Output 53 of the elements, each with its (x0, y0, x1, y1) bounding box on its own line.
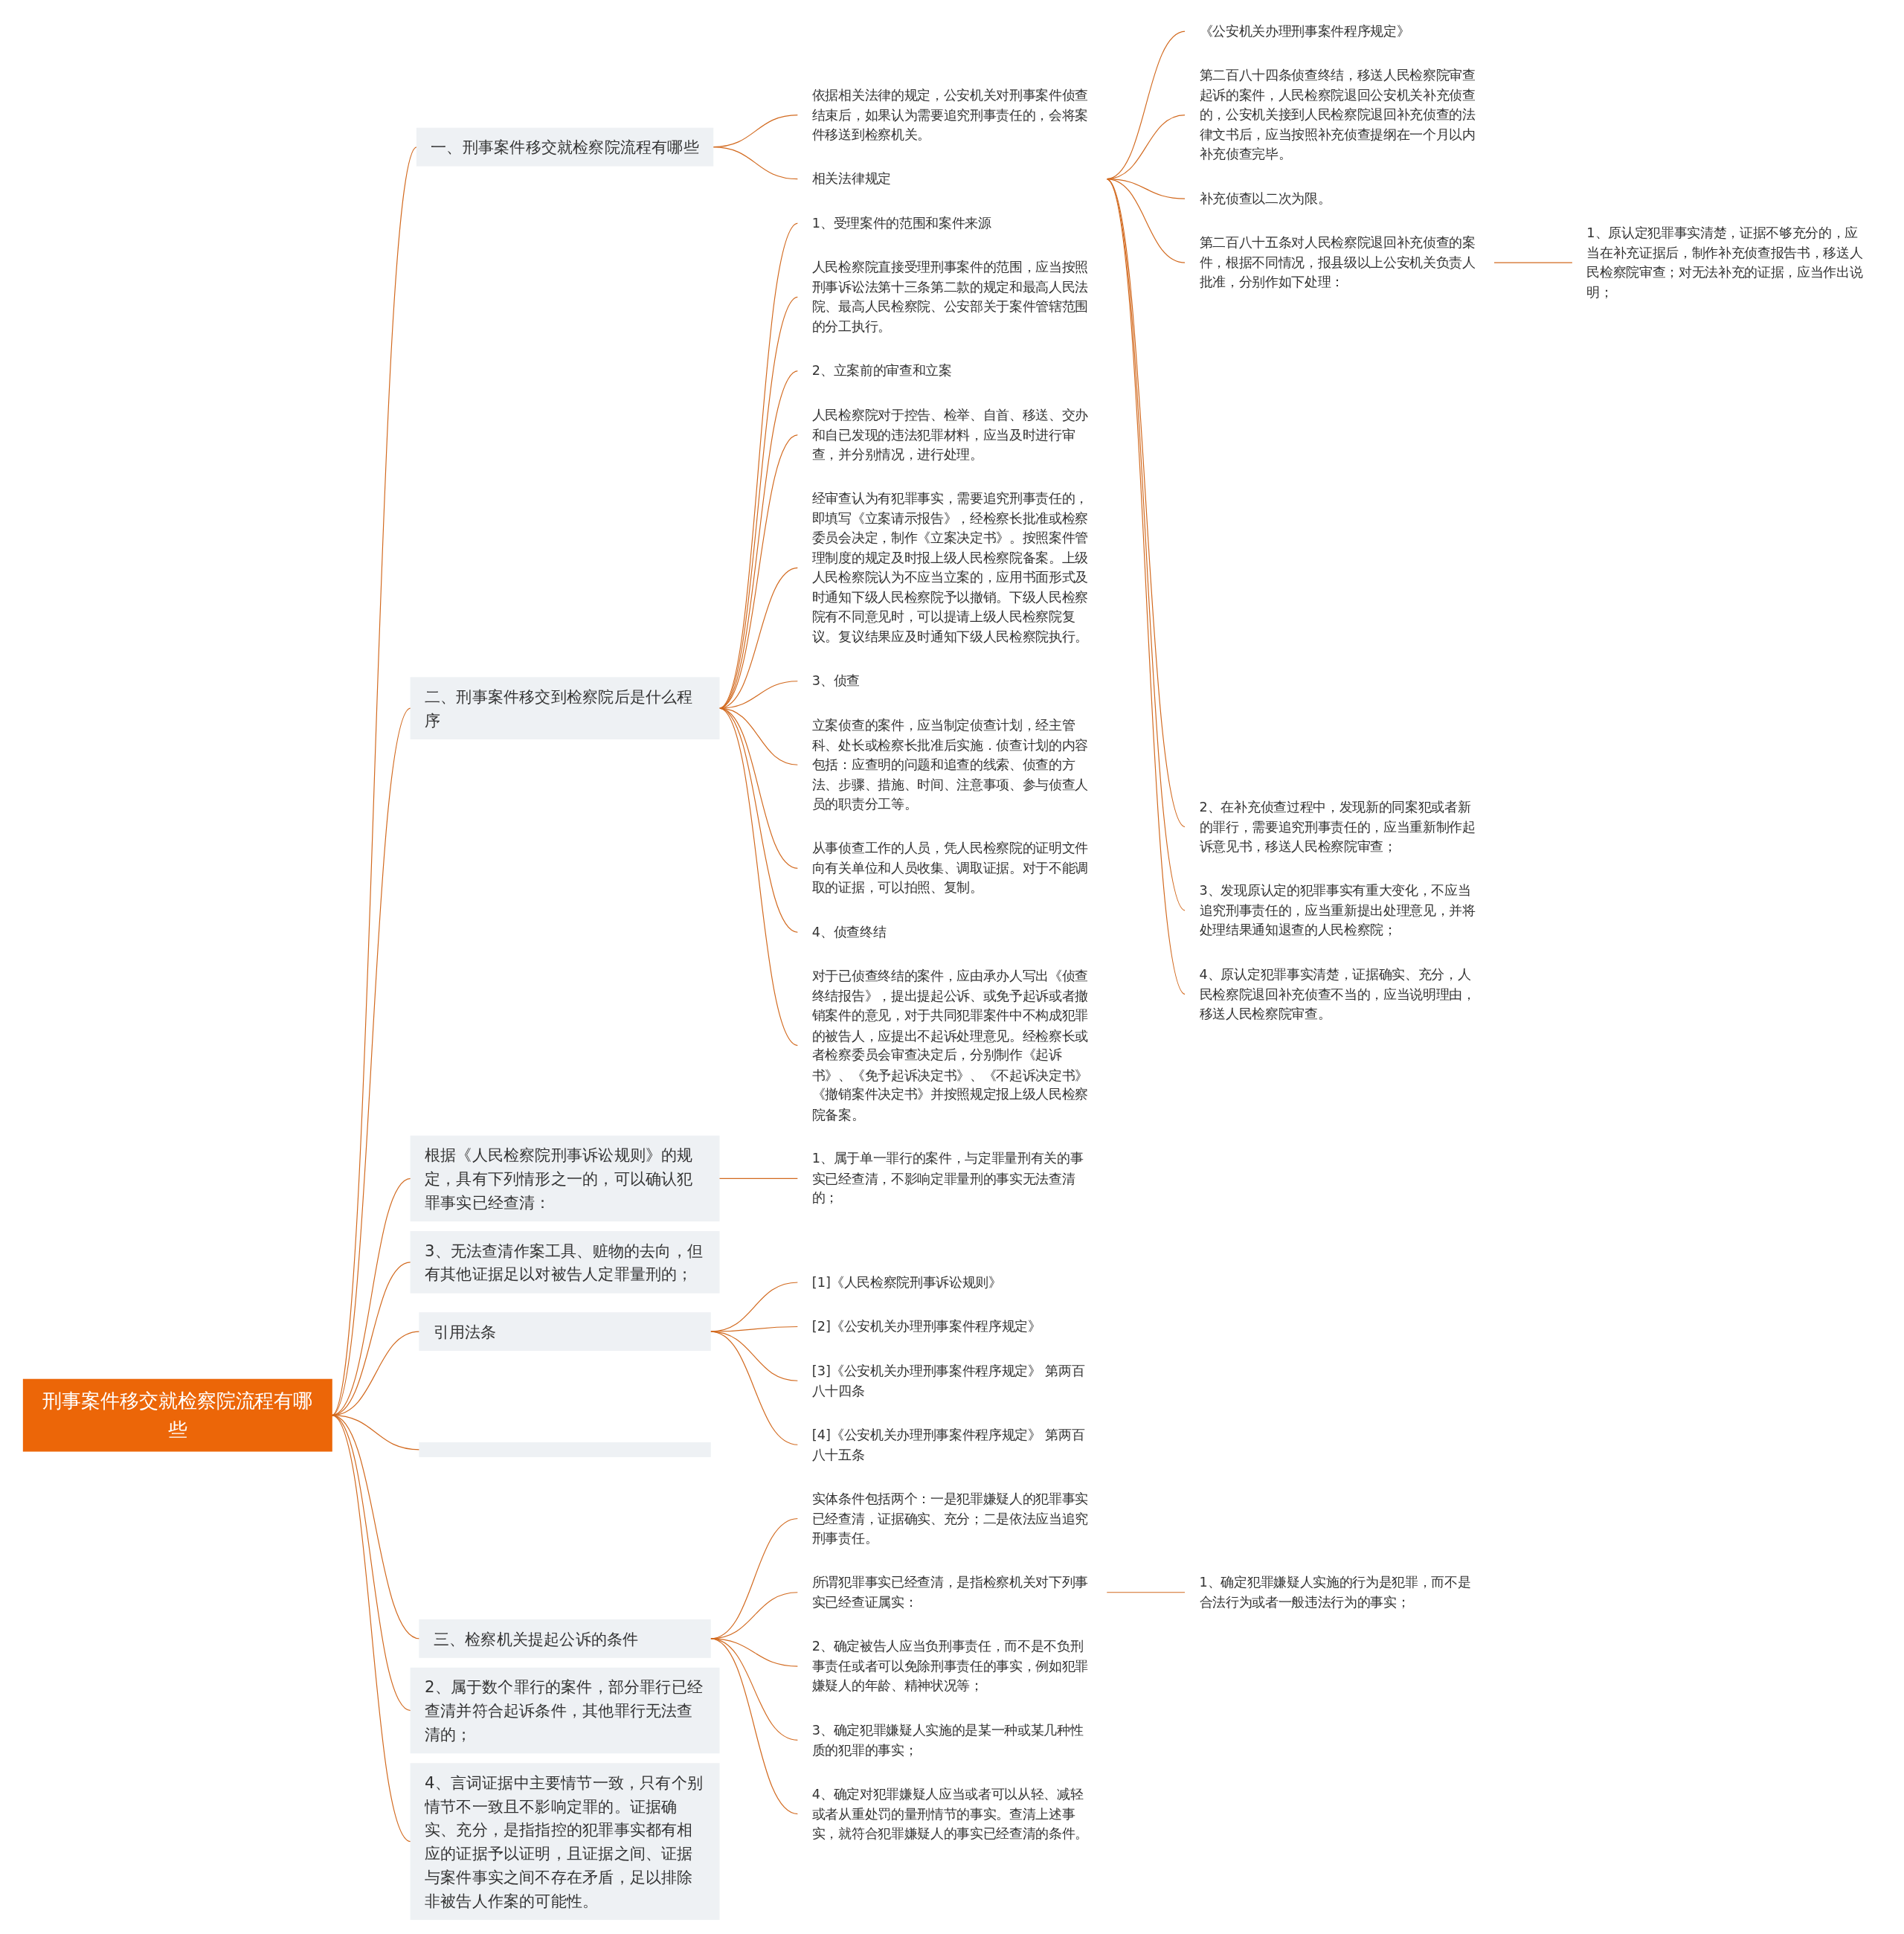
node-text: 3、侦查 (811, 672, 860, 690)
node-text: 人民检察院对于控告、检举、自首、移送、交办和自已发现的违法犯罪材料，应当及时进行审查，并分别情况，进行处理。 (811, 407, 1088, 463)
node-text: 2、立案前的审查和立案 (811, 362, 952, 379)
connector (718, 434, 799, 709)
node-text: 2、确定被告人应当负刑事责任，而不是不负刑事责任或者可以免除刑事责任的事实，例如犯罪嫌疑人的年龄、精神状况等； (811, 1638, 1088, 1694)
connector (718, 296, 799, 709)
node-text: 依据相关法律的规定，公安机关对刑事案件侦查结束后，如果认为需要追究刑事责任的，会将案件移送到检察机关。 (811, 87, 1088, 143)
node-text: [4]《公安机关办理刑事案件程序规定》 第两百八十五条 (811, 1427, 1084, 1462)
connector (710, 1326, 799, 1332)
connector (718, 707, 799, 1047)
connector (718, 681, 799, 709)
node-text: 1、受理案件的范围和案件来源 (811, 215, 991, 231)
connector (710, 1282, 799, 1332)
node-text: 3、确定犯罪嫌疑人实施的是某一种或某几种性质的犯罪的事实； (811, 1722, 1084, 1758)
node-box (410, 1667, 720, 1754)
node-text: 从事侦查工作的人员，凭人民检察院的证明文件向有关单位和人员收集、调取证据。对于不能调取的证据，可以拍照、复制。 (811, 840, 1088, 896)
node-text: 对于已侦查终结的案件，应由承办人写出《侦查终结报告》，提出提起公诉、或免予起诉或者撤销案件的意见，对于共同犯罪案件中不构成犯罪的被告人，应提出不起诉处理意见。经检察长或者检察委员会审查决定后，分别制作《起诉书》、《免予起诉决定书》、《不起诉决定书》《撤销案件决定书》并按照规定报上级人民检察院备案。 (811, 968, 1088, 1122)
node-text: [1]《人民检察院刑事诉讼规则》 (811, 1274, 1002, 1291)
node-text: 4、侦查终结 (811, 924, 887, 940)
node-text: 1、确定犯罪嫌疑人实施的行为是犯罪，而不是合法行为或者一般违法行为的事实； (1199, 1574, 1470, 1610)
node-text: 经审查认为有犯罪事实，需要追究刑事责任的，即填写《立案请示报告》，经检察长批准或检察委员会决定，制作《立案决定书》。按照案件管理制度的规定及时报上级人民检察院备案。上级人民检察院认为不应当立案的，应用书面形式及时通知下级人民检察院予以撤销。下级人民检察院有不同意见时，可以提请上级人民检察院复议。复议结果应及时通知下级人民检察院执行。 (811, 490, 1088, 645)
node-text: [3]《公安机关办理刑事案件程序规定》 第两百八十四条 (811, 1363, 1084, 1398)
node-text: 2、在补充侦查过程中，发现新的同案犯或者新的罪行，需要追究刑事责任的，应当重新制作起诉意见书，移送人民检察院审查； (1199, 799, 1476, 855)
connector (331, 147, 417, 1416)
node-text: 第二百八十五条对人民检察院退回补充侦查的案件，根据不同情况，报县级以上公安机关负责人批准，分别作如下处理： (1199, 234, 1476, 290)
node-text: 第二百八十四条侦查终结，移送人民检察院审查起诉的案件，人民检察院退回公安机关补充侦查的，公安机关接到人民检察院退回补充侦查的法律文书后，应当按照补充侦查提纲在一个月以内补充侦查完毕。 (1199, 67, 1476, 162)
node-text: 相关法律规定 (811, 170, 891, 187)
node-box (22, 1378, 332, 1452)
node-box (410, 1231, 720, 1294)
node-box (419, 1619, 711, 1658)
node-box (410, 1135, 720, 1222)
connector (718, 222, 799, 709)
connector (718, 567, 799, 709)
node-box (419, 1312, 711, 1352)
node-box (419, 1442, 711, 1457)
node-text: [2]《公安机关办理刑事案件程序规定》 (811, 1318, 1041, 1334)
node-text: 4、确定对犯罪嫌疑人应当或者可以从轻、减轻或者从重处罚的量刑情节的事实。查清上述事实，就符合犯罪嫌疑人的事实已经查清的条件。 (811, 1786, 1088, 1842)
node-text: 1、原认定犯罪事实清楚，证据不够充分的，应当在补充证据后，制作补充侦查报告书，移送人民检察院审查；对无法补充的证据，应当作出说明； (1586, 225, 1863, 301)
connector (710, 1638, 799, 1741)
node-text: 《公安机关办理刑事案件程序规定》 (1199, 23, 1410, 39)
connector (718, 370, 799, 709)
node-box (410, 677, 720, 739)
connector (710, 1638, 799, 1815)
node-text: 1、属于单一罪行的案件，与定罪量刑有关的事实已经查清，不影响定罪量刑的事实无法查清的； (811, 1150, 1084, 1207)
node-text: 立案侦查的案件，应当制定侦查计划，经主管科、处长或检察长批准后实施．侦查计划的内容包括：应查明的问题和追查的线索、侦查的方法、步骤、措施、时间、注意事项、参与侦查人员的职责分工等。 (811, 717, 1088, 812)
node-text: 实体条件包括两个：一是犯罪嫌疑人的犯罪事实已经查清，证据确实、充分；二是依法应当追究刑事责任。 (811, 1491, 1088, 1546)
node-box (416, 127, 713, 167)
node-text: 4、原认定犯罪事实清楚，证据确实、充分，人民检察院退回补充侦查不当的，应当说明理由，移送人民检察院审查。 (1199, 966, 1476, 1022)
node-box (410, 1763, 720, 1921)
node-text: 人民检察院直接受理刑事案件的范围，应当按照刑事诉讼法第十三条第二款的规定和最高人民法院、最高人民检察院、公安部关于案件管辖范围的分工执行。 (811, 259, 1088, 335)
node-text: 3、发现原认定的犯罪事实有重大变化，不应当追究刑事责任的，应当重新提出处理意见，并将处理结果通知退查的人民检察院； (1199, 882, 1476, 938)
node-text: 所谓犯罪事实已经查清，是指检察机关对下列事实已经查证属实： (811, 1574, 1088, 1610)
node-text: 补充侦查以二次为限。 (1199, 190, 1331, 207)
